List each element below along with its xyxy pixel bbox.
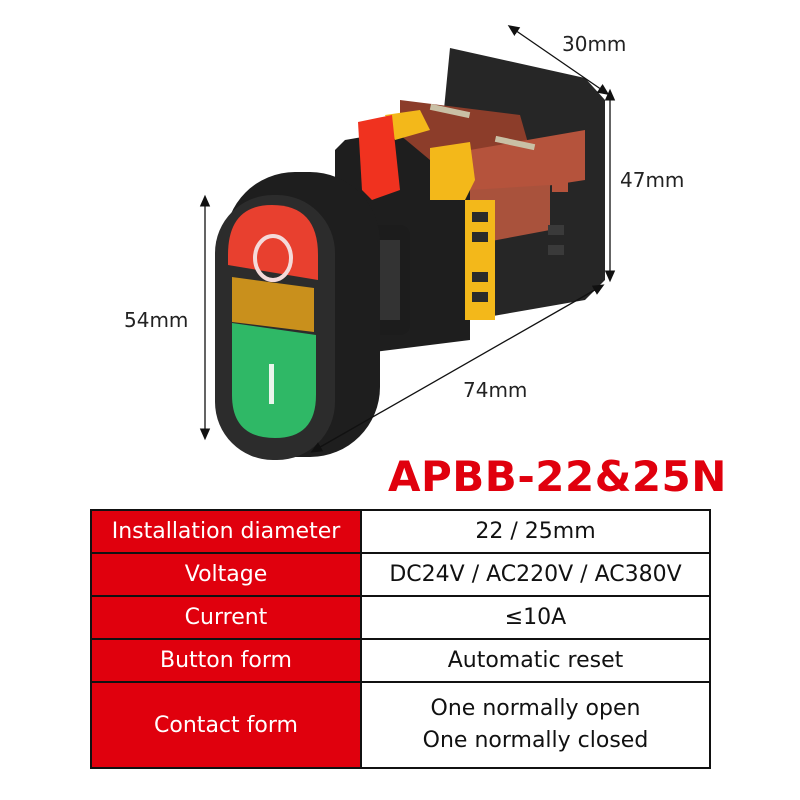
dim-arrow-30mm: [507, 25, 610, 95]
table-row: Current ≤10A: [90, 595, 711, 640]
spec-label: Current: [90, 595, 362, 640]
table-row: Button form Automatic reset: [90, 638, 711, 683]
spec-label: Contact form: [90, 681, 362, 769]
spec-value-line: One normally open: [430, 696, 641, 721]
spec-value: ≤10A: [360, 595, 711, 640]
spec-value: One normally open One normally closed: [360, 681, 711, 769]
table-row: Voltage DC24V / AC220V / AC380V: [90, 552, 711, 597]
product-model-title: APBB-22&25N: [388, 452, 727, 501]
product-image: [199, 25, 616, 460]
stop-symbol-o: [253, 234, 293, 282]
spec-label: Voltage: [90, 552, 362, 597]
spec-label: Button form: [90, 638, 362, 683]
spec-value: Automatic reset: [360, 638, 711, 683]
dim-label-width: 30mm: [562, 32, 627, 56]
stop-button: [228, 205, 318, 280]
spec-value: DC24V / AC220V / AC380V: [360, 552, 711, 597]
spec-value: 22 / 25mm: [360, 509, 711, 554]
indicator-lamp: [232, 277, 314, 332]
start-symbol-i: [269, 364, 274, 404]
dim-label-body-height: 47mm: [620, 168, 685, 192]
dim-label-head-height: 54mm: [124, 308, 189, 332]
dim-arrow-74mm: [310, 284, 605, 453]
dim-label-length: 74mm: [463, 378, 528, 402]
table-row: Installation diameter 22 / 25mm: [90, 509, 711, 554]
button-head: [215, 172, 380, 460]
table-row: Contact form One normally open One norma…: [90, 681, 711, 769]
spec-label: Installation diameter: [90, 509, 362, 554]
spec-value-line: One normally closed: [422, 728, 649, 753]
spec-table: Installation diameter 22 / 25mm Voltage …: [90, 509, 711, 769]
